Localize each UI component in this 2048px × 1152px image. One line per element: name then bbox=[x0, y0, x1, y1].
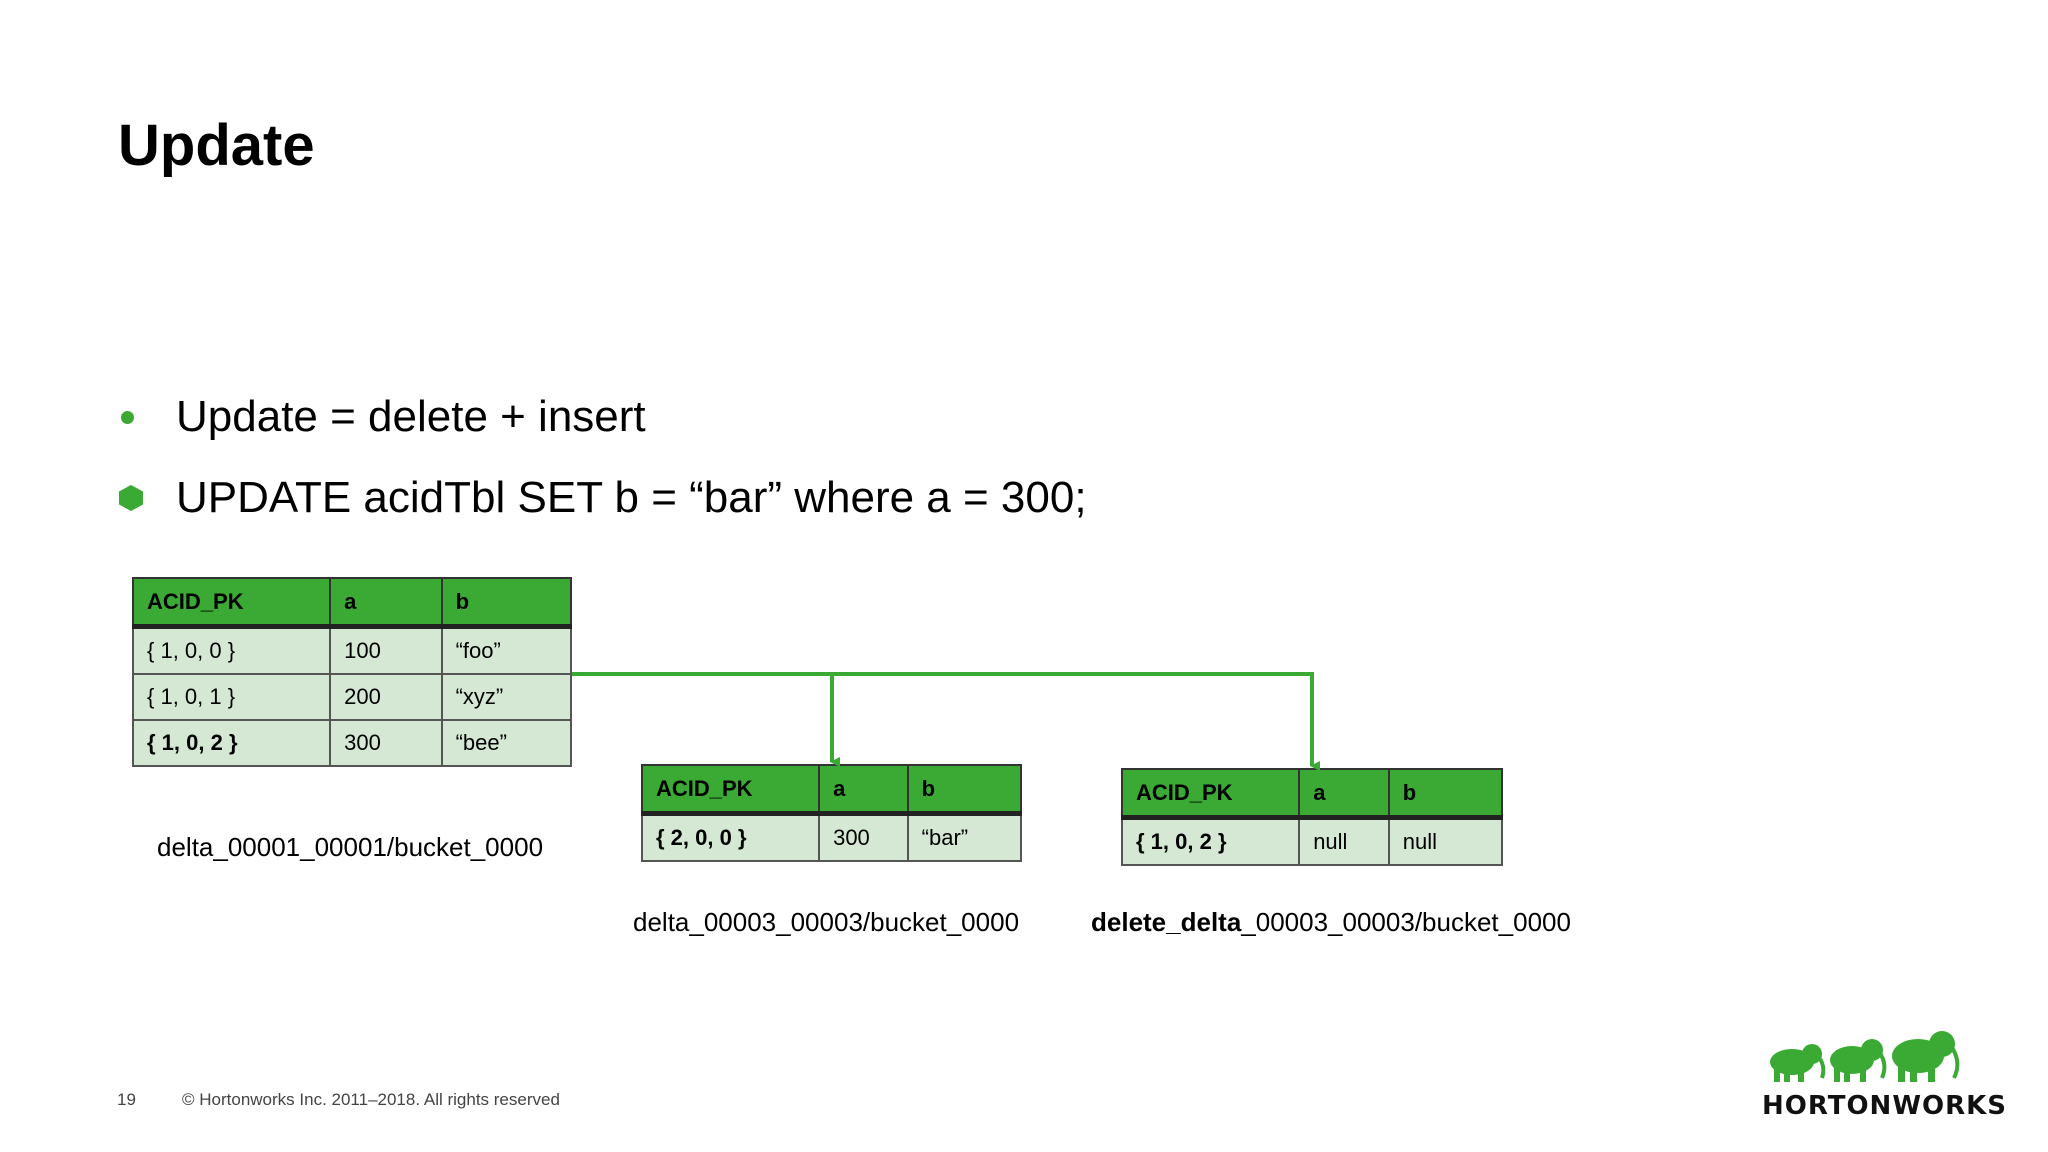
table-2-caption: delta_00003_00003/bucket_0000 bbox=[633, 907, 1020, 937]
column-header: a bbox=[818, 764, 909, 816]
column-header: a bbox=[1298, 768, 1390, 820]
table-cell: 300 bbox=[818, 812, 909, 862]
table-header-row: ACID_PK a b bbox=[1120, 768, 1504, 820]
table-cell: 200 bbox=[329, 673, 443, 721]
table-cell: { 2, 0, 0 } bbox=[640, 812, 821, 862]
logo-wordmark: HORTONWORKS bbox=[1762, 1091, 2007, 1121]
table-row-updated: { 1, 0, 2 } 300 “bee” bbox=[131, 719, 573, 767]
column-header: a bbox=[329, 577, 443, 629]
bullet-1: Update = delete + insert bbox=[118, 392, 646, 442]
table-row: { 1, 0, 0 } 100 “foo” bbox=[131, 625, 573, 675]
table-cell: { 1, 0, 0 } bbox=[131, 625, 332, 675]
table-cell: “bee” bbox=[440, 719, 573, 767]
bullet-hexagon-icon bbox=[118, 484, 176, 512]
table-cell: “xyz” bbox=[440, 673, 573, 721]
table-cell: “foo” bbox=[440, 625, 573, 675]
table-cell: null bbox=[1298, 816, 1390, 866]
table-cell: “bar” bbox=[906, 812, 1023, 862]
table-header-row: ACID_PK a b bbox=[131, 577, 573, 629]
table-row: { 1, 0, 1 } 200 “xyz” bbox=[131, 673, 573, 721]
bullet-dot-icon bbox=[118, 410, 176, 424]
table-header-row: ACID_PK a b bbox=[640, 764, 1023, 816]
caption-rest-part: _00003_00003/bucket_0000 bbox=[1241, 907, 1571, 937]
column-header: ACID_PK bbox=[640, 764, 821, 816]
table-1-caption: delta_00001_00001/bucket_0000 bbox=[157, 832, 544, 862]
table-cell: null bbox=[1387, 816, 1504, 866]
table-cell: { 1, 0, 2 } bbox=[1120, 816, 1301, 866]
table-delete-delta-00003: ACID_PK a b { 1, 0, 2 } null null bbox=[1120, 768, 1504, 866]
table-3-caption: delete_delta_00003_00003/bucket_0000 bbox=[1091, 907, 1571, 938]
bullet-1-text: Update = delete + insert bbox=[176, 392, 646, 441]
arrow-to-delete-delta bbox=[832, 672, 1320, 771]
copyright: © Hortonworks Inc. 2011–2018. All rights… bbox=[182, 1090, 560, 1109]
slide-title: Update bbox=[118, 113, 315, 178]
table-delta-00003: ACID_PK a b { 2, 0, 0 } 300 “bar” bbox=[640, 764, 1023, 862]
table-cell: 100 bbox=[329, 625, 443, 675]
table-delta-00001: ACID_PK a b { 1, 0, 0 } 100 “foo” { 1, 0… bbox=[131, 577, 573, 767]
caption-bold-part: delete_delta bbox=[1091, 907, 1242, 937]
bullet-2: UPDATE acidTbl SET b = “bar” where a = 3… bbox=[118, 473, 1087, 523]
table-cell: 300 bbox=[329, 719, 443, 767]
page-number: 19 bbox=[117, 1090, 136, 1109]
hortonworks-logo: HORTONWORKS bbox=[1760, 1028, 2006, 1121]
table-row: { 1, 0, 2 } null null bbox=[1120, 816, 1504, 866]
elephants-icon bbox=[1770, 1031, 1960, 1082]
column-header: b bbox=[906, 764, 1023, 816]
column-header: ACID_PK bbox=[1120, 768, 1301, 820]
table-cell: { 1, 0, 1 } bbox=[131, 673, 332, 721]
column-header: b bbox=[1387, 768, 1504, 820]
arrow-to-delta bbox=[572, 672, 840, 767]
column-header: b bbox=[440, 577, 573, 629]
table-cell: { 1, 0, 2 } bbox=[131, 719, 332, 767]
bullet-2-text: UPDATE acidTbl SET b = “bar” where a = 3… bbox=[176, 473, 1087, 522]
column-header: ACID_PK bbox=[131, 577, 332, 629]
table-row: { 2, 0, 0 } 300 “bar” bbox=[640, 812, 1023, 862]
